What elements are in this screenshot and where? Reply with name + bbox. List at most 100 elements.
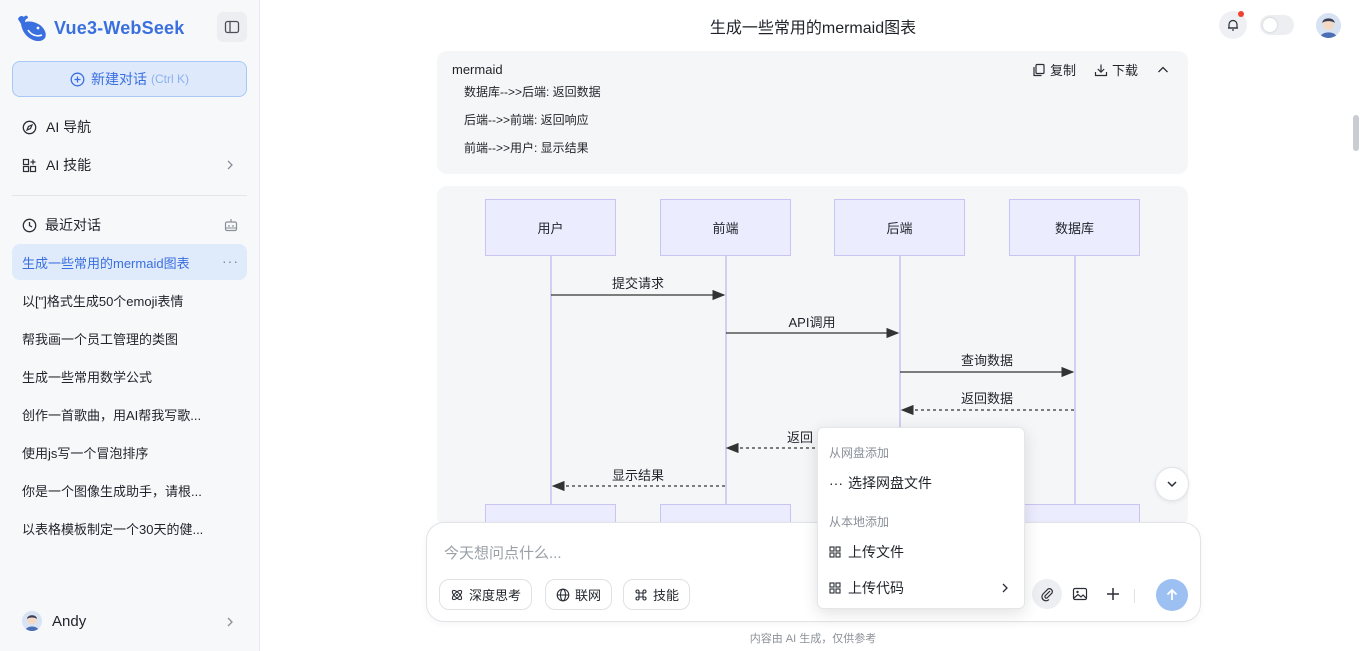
send-button[interactable] bbox=[1156, 579, 1188, 611]
message-input[interactable]: 今天想问点什么... bbox=[444, 545, 562, 562]
mermaid-sequence-diagram: 用户 前端 后端 数据库 提交请求 API调用 查询数据 返回数据 返回 显示结… bbox=[437, 186, 1188, 526]
message-label: 返回数据 bbox=[960, 391, 1013, 406]
command-icon bbox=[634, 588, 648, 602]
code-block: mermaid 复制 下载 数据库-->>后端: 返回数据 后端-->>前端: … bbox=[437, 51, 1188, 174]
lifeline bbox=[1074, 256, 1076, 526]
robot-icon[interactable] bbox=[223, 217, 239, 233]
new-chat-button[interactable]: 新建对话 (Ctrl K) bbox=[12, 61, 247, 97]
message-composer: 今天想问点什么... 深度思考 联网 技能 bbox=[426, 522, 1201, 622]
whale-logo-icon bbox=[18, 15, 46, 42]
sidebar-divider bbox=[12, 195, 247, 196]
message-label: API调用 bbox=[788, 315, 836, 330]
sidebar-item-ai-skills[interactable]: AI 技能 bbox=[12, 148, 247, 182]
theme-toggle[interactable] bbox=[1260, 15, 1294, 35]
lifeline bbox=[550, 256, 552, 526]
message-label: 返回 bbox=[787, 430, 814, 445]
conversation-item[interactable]: 你是一个图像生成助手，请根... bbox=[12, 472, 247, 508]
chip-label: 联网 bbox=[575, 588, 602, 603]
conversation-title: 以表格模板制定一个30天的健... bbox=[22, 521, 204, 537]
chip-label: 技能 bbox=[653, 588, 680, 603]
ai-disclaimer: 内容由 AI 生成，仅供参考 bbox=[749, 633, 877, 645]
conversation-item[interactable]: 使用js写一个冒泡排序 bbox=[12, 434, 247, 470]
conversation-title: 帮我画一个员工管理的类图 bbox=[22, 331, 179, 347]
conversation-title: 使用js写一个冒泡排序 bbox=[22, 445, 149, 461]
new-chat-shortcut: (Ctrl K) bbox=[151, 72, 189, 86]
user-name: Andy bbox=[52, 612, 87, 630]
sidebar-item-label: AI 导航 bbox=[46, 119, 92, 135]
download-icon bbox=[1094, 63, 1108, 77]
avatar bbox=[22, 611, 42, 631]
scroll-to-bottom-button[interactable] bbox=[1155, 467, 1189, 501]
grid-icon bbox=[829, 582, 843, 594]
upload-code-item[interactable]: 上传代码 bbox=[829, 575, 1017, 601]
conversation-item[interactable]: 创作一首歌曲，用AI帮我写歌... bbox=[12, 396, 247, 432]
notification-dot bbox=[1238, 11, 1244, 17]
plus-circle-icon bbox=[70, 72, 85, 87]
code-language: mermaid bbox=[452, 62, 503, 77]
skills-button[interactable]: 技能 bbox=[623, 579, 691, 610]
code-actions: 复制 下载 bbox=[1014, 60, 1170, 79]
collapse-code-button[interactable] bbox=[1156, 63, 1170, 77]
chevron-up-icon bbox=[1158, 66, 1168, 72]
chevron-right-icon bbox=[227, 617, 233, 627]
web-search-toggle[interactable]: 联网 bbox=[545, 579, 613, 610]
collapse-sidebar-button[interactable] bbox=[217, 12, 247, 42]
copy-icon bbox=[1032, 63, 1046, 77]
image-upload-button[interactable] bbox=[1065, 579, 1095, 609]
chevron-right-icon bbox=[227, 160, 233, 170]
select-cloud-file-item[interactable]: ··· 选择网盘文件 bbox=[829, 470, 1017, 496]
attach-button[interactable] bbox=[1032, 579, 1062, 609]
atom-icon bbox=[450, 588, 464, 602]
upload-file-item[interactable]: 上传文件 bbox=[829, 539, 1017, 565]
conversation-item[interactable]: 帮我画一个员工管理的类图 bbox=[12, 320, 247, 356]
user-profile[interactable]: Andy bbox=[12, 604, 247, 638]
deep-thinking-toggle[interactable]: 深度思考 bbox=[439, 579, 533, 610]
conversation-title: 生成一些常用数学公式 bbox=[22, 369, 153, 385]
apps-icon bbox=[22, 158, 38, 173]
message-label: 显示结果 bbox=[611, 468, 664, 483]
message-label: 提交请求 bbox=[611, 276, 664, 291]
popup-section-cloud: 从网盘添加 bbox=[829, 446, 890, 460]
copy-label: 复制 bbox=[1049, 63, 1076, 78]
actor-box: 前端 bbox=[660, 199, 791, 256]
grid-icon bbox=[829, 546, 843, 558]
more-horizontal-icon: ··· bbox=[829, 475, 843, 491]
lifeline bbox=[899, 256, 901, 526]
scrollbar-thumb[interactable] bbox=[1353, 115, 1359, 151]
arrow-up-icon bbox=[1166, 588, 1178, 600]
actor-box: 数据库 bbox=[1009, 199, 1140, 256]
actor-box: 用户 bbox=[485, 199, 616, 256]
globe-icon bbox=[556, 588, 570, 602]
lifeline bbox=[725, 256, 727, 526]
download-button[interactable]: 下载 bbox=[1094, 60, 1138, 79]
actor-box-bottom bbox=[660, 504, 791, 526]
chip-label: 深度思考 bbox=[469, 588, 522, 603]
sidebar-item-label: AI 技能 bbox=[46, 157, 92, 173]
conversation-item[interactable]: 以["]格式生成50个emoji表情 bbox=[12, 282, 247, 318]
app-name: Vue3-WebSeek bbox=[54, 17, 185, 38]
add-button[interactable] bbox=[1098, 579, 1128, 609]
new-chat-label: 新建对话 bbox=[91, 71, 147, 87]
notification-button[interactable] bbox=[1219, 11, 1247, 39]
conversation-item[interactable]: 生成一些常用数学公式 bbox=[12, 358, 247, 394]
copy-button[interactable]: 复制 bbox=[1032, 60, 1076, 79]
code-line: 前端-->>用户: 显示结果 bbox=[464, 141, 589, 155]
sidebar: Vue3-WebSeek 新建对话 (Ctrl K) AI 导航 AI 技能 最… bbox=[0, 0, 260, 651]
conversation-title: 创作一首歌曲，用AI帮我写歌... bbox=[22, 407, 202, 423]
image-icon bbox=[1072, 587, 1088, 601]
conversation-item[interactable]: 以表格模板制定一个30天的健... bbox=[12, 510, 247, 546]
clock-icon bbox=[22, 218, 37, 233]
more-options-icon[interactable]: ··· bbox=[222, 253, 239, 269]
conversation-title: 你是一个图像生成助手，请根... bbox=[22, 483, 202, 499]
recent-title: 最近对话 bbox=[45, 217, 101, 233]
code-line: 数据库-->>后端: 返回数据 bbox=[464, 85, 601, 99]
download-label: 下载 bbox=[1111, 63, 1138, 78]
app-logo[interactable]: Vue3-WebSeek bbox=[16, 12, 184, 44]
conversation-item-active[interactable]: 生成一些常用的mermaid图表 ··· bbox=[12, 244, 247, 280]
conversation-title: 以["]格式生成50个emoji表情 bbox=[22, 293, 184, 309]
sidebar-item-ai-nav[interactable]: AI 导航 bbox=[12, 110, 247, 144]
avatar[interactable] bbox=[1316, 13, 1341, 38]
conversation-title: 生成一些常用的mermaid图表 bbox=[22, 255, 190, 271]
paperclip-icon bbox=[1041, 588, 1053, 602]
message-label: 查询数据 bbox=[960, 353, 1013, 368]
